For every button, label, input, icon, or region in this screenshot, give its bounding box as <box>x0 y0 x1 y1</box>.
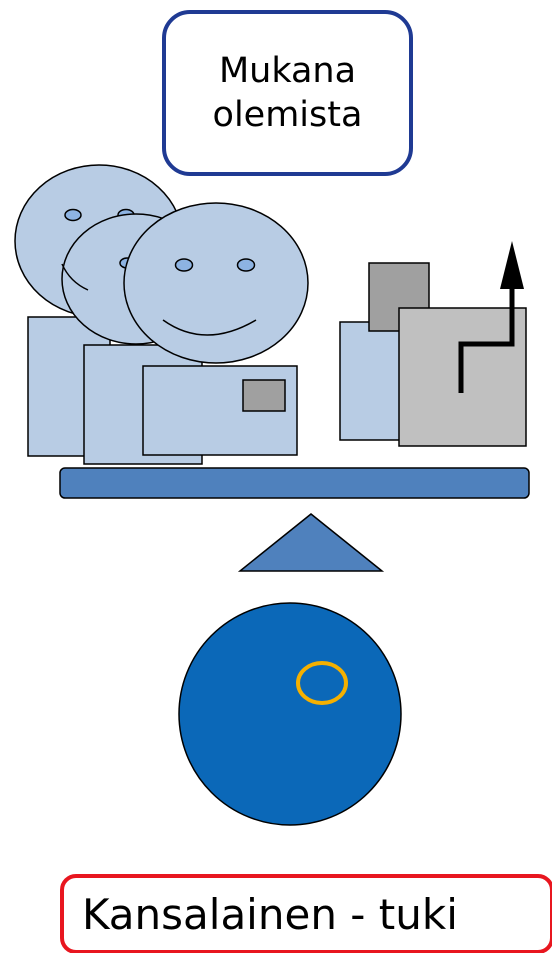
person-front-mouth <box>162 319 257 336</box>
top-callout-box: Mukana olemista <box>162 10 413 176</box>
person-front-eye-left <box>174 258 194 272</box>
ball-ring-icon <box>296 661 348 705</box>
bottom-caption-label: Kansalainen - tuki <box>82 889 458 939</box>
fulcrum-triangle <box>237 513 385 572</box>
balance-beam <box>59 467 530 499</box>
growth-stack-figure <box>339 241 527 447</box>
growth-arrow-line <box>458 288 515 393</box>
person-middle-mouth <box>61 263 89 291</box>
support-ball <box>178 602 402 826</box>
person-front-head <box>123 202 309 364</box>
person-front-figure <box>123 202 309 456</box>
person-back-eye-left <box>64 208 82 222</box>
growth-arrow-icon <box>500 241 524 289</box>
person-front-badge <box>242 379 286 412</box>
stack-back-block <box>339 321 406 441</box>
person-front-eye-right <box>236 258 256 272</box>
bottom-caption-box: Kansalainen - tuki <box>60 874 552 953</box>
top-callout-label: Mukana olemista <box>212 51 363 135</box>
